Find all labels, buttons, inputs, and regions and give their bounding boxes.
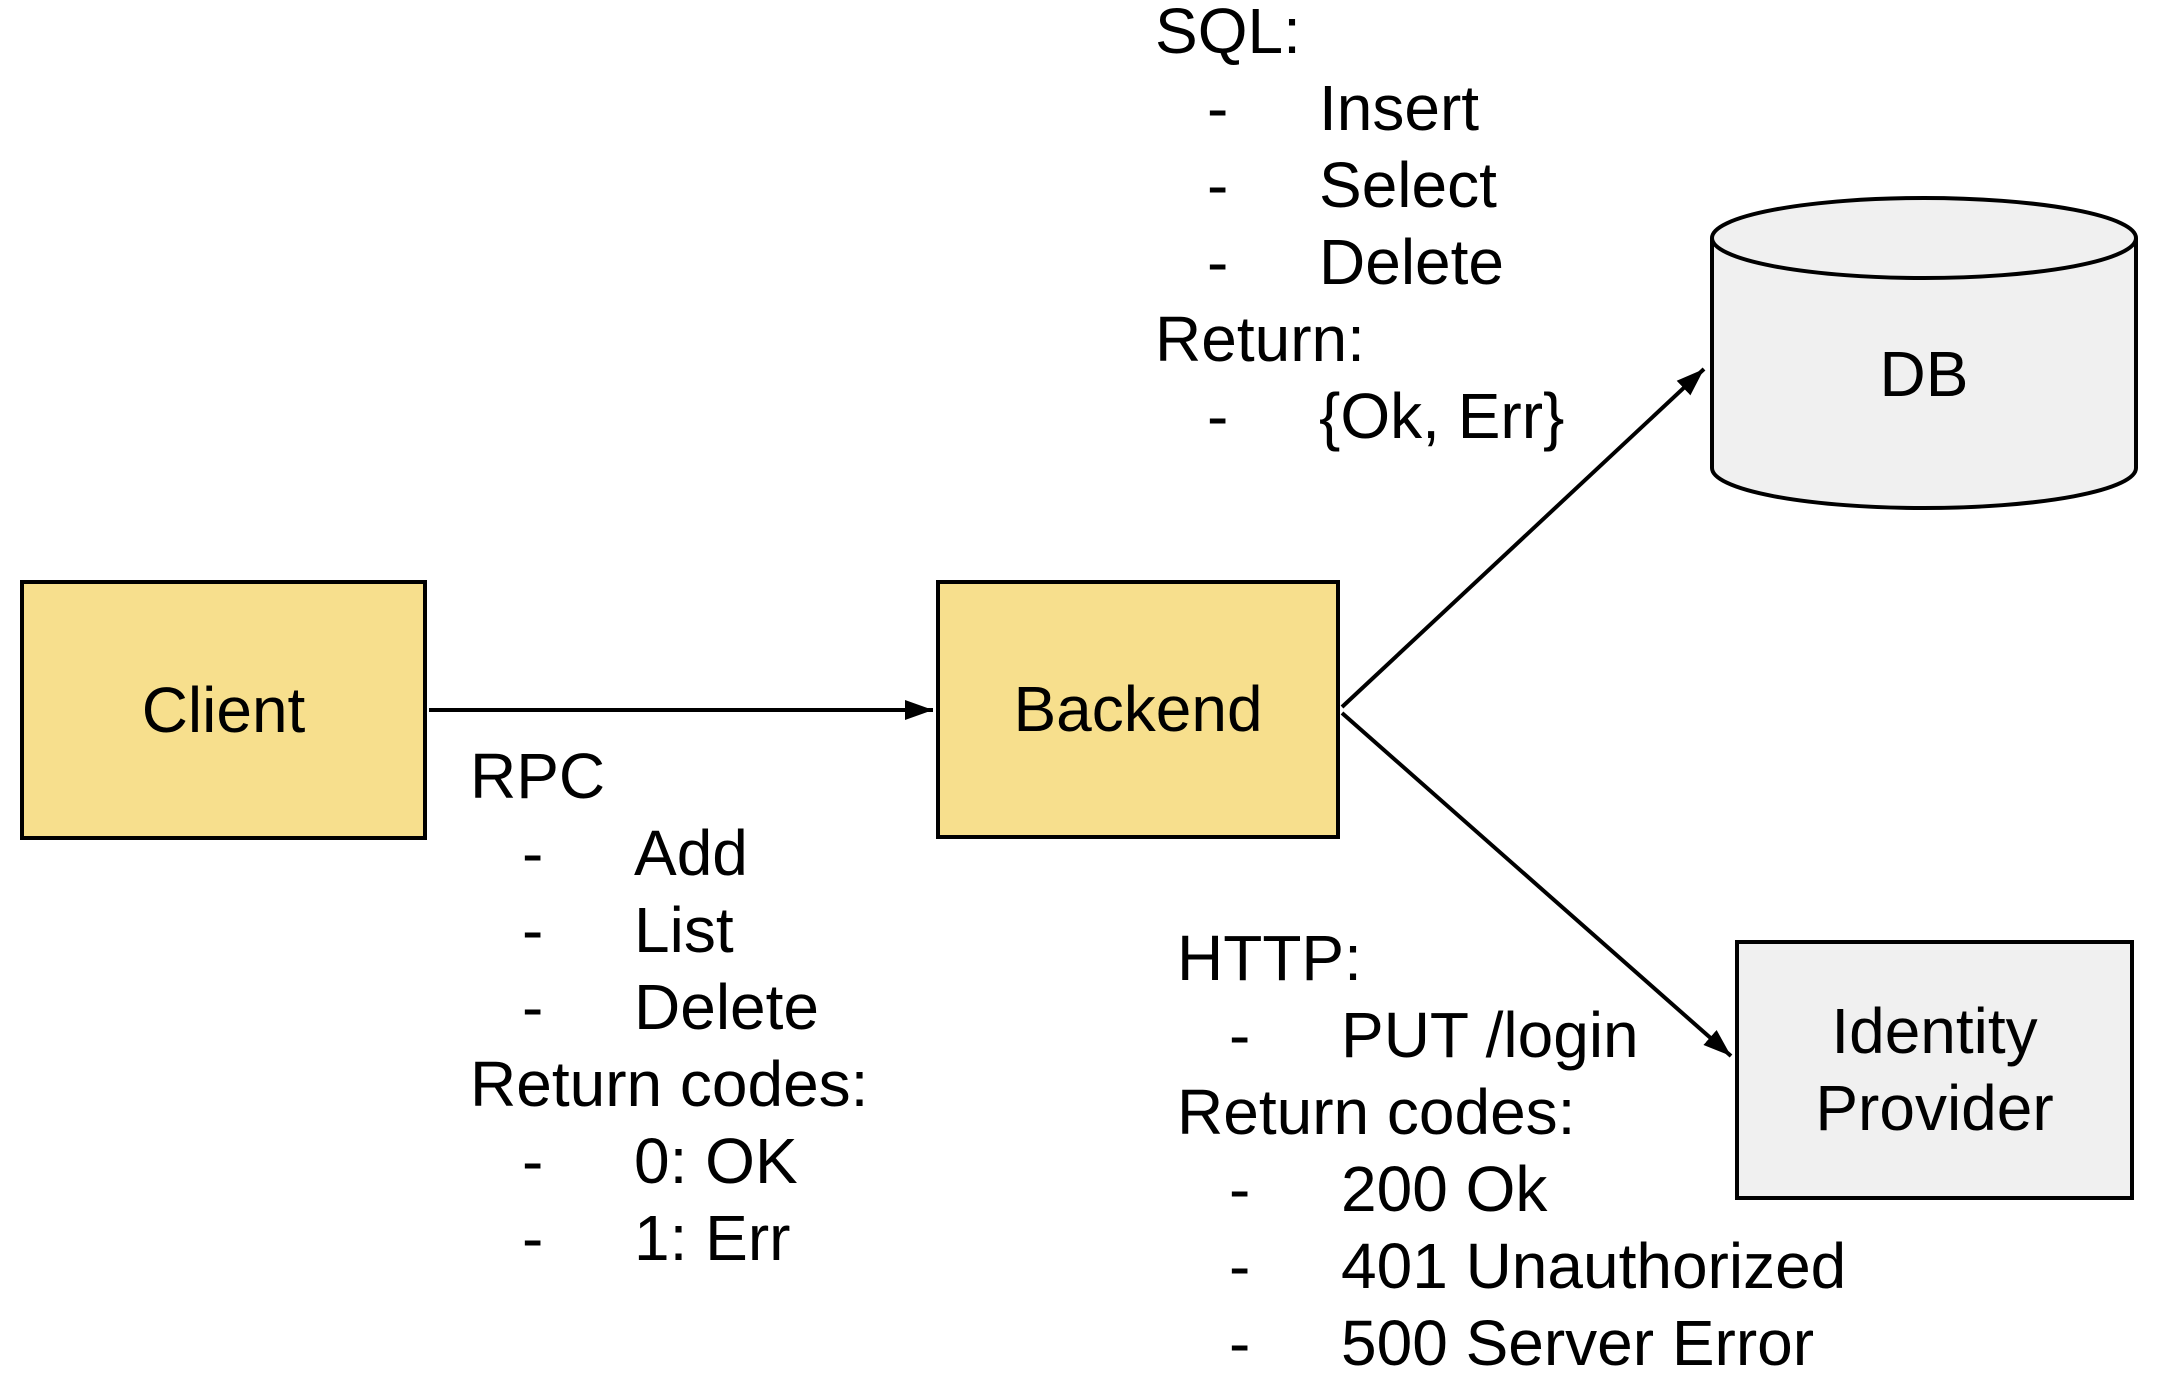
annotation-header: SQL:: [1155, 0, 1301, 67]
annotation-item: - 200 Ok: [1177, 1151, 1846, 1228]
bullet-dash: -: [522, 894, 544, 966]
annotation-item: - 500 Server Error: [1177, 1305, 1846, 1382]
node-backend: Backend: [936, 580, 1340, 839]
annotation-header: HTTP:: [1177, 922, 1362, 994]
node-client-label: Client: [141, 673, 306, 746]
bullet-dash: -: [1229, 999, 1251, 1071]
http-annotation-block: HTTP: -PUT /login Return codes: -200 Ok …: [1177, 920, 1846, 1382]
annotation-header: Return codes:: [1177, 1076, 1576, 1148]
bullet-dash: -: [1229, 1307, 1251, 1379]
annotation-item-text: Insert: [1319, 72, 1480, 144]
bullet-dash: -: [522, 1125, 544, 1197]
annotation-item-text: Add: [634, 817, 748, 889]
sql-annotation-block: SQL: - Insert - Select - Delete Return: - {O…: [1155, 0, 1564, 455]
annotation-item: - List: [470, 892, 868, 969]
annotation-item-text: {Ok, Err}: [1319, 380, 1565, 452]
annotation-item-text: Select: [1319, 149, 1497, 221]
annotation-header: RPC: [470, 740, 606, 812]
rpc-annotation-block: RPC - Add - List - Delete Return codes: - 0:…: [470, 738, 868, 1277]
node-identity-provider: Identity Provider: [1735, 940, 2134, 1200]
bullet-dash: -: [1207, 149, 1229, 221]
annotation-item: - PUT /login: [1177, 997, 1846, 1074]
db-cylinder-body: [1710, 238, 2138, 510]
annotation-item: - Delete: [1155, 224, 1564, 301]
annotation-item-text: Delete: [1319, 226, 1504, 298]
annotation-item-text: 1: Err: [634, 1202, 791, 1274]
annotation-item: - Delete: [470, 969, 868, 1046]
annotation-header: Return:: [1155, 303, 1365, 375]
node-identity-provider-label: Identity Provider: [1815, 995, 2054, 1144]
arrow-backend-to-identity-provider: [1340, 711, 1733, 1058]
annotation-item: - 0: OK: [470, 1123, 868, 1200]
annotation-item: - Select: [1155, 147, 1564, 224]
annotation-item-text: 0: OK: [634, 1125, 798, 1197]
annotation-item-text: 401 Unauthorized: [1341, 1230, 1847, 1302]
bullet-dash: -: [522, 1202, 544, 1274]
annotation-item-text: Delete: [634, 971, 819, 1043]
bullet-dash: -: [522, 817, 544, 889]
annotation-item-text: 500 Server Error: [1341, 1307, 1815, 1379]
bullet-dash: -: [1207, 226, 1229, 298]
annotation-header: Return codes:: [470, 1048, 869, 1120]
annotation-item: - 401 Unauthorized: [1177, 1228, 1846, 1305]
annotation-item: - {Ok, Err}: [1155, 378, 1564, 455]
bullet-dash: -: [1207, 380, 1229, 452]
annotation-item: - Insert: [1155, 70, 1564, 147]
bullet-dash: -: [1229, 1230, 1251, 1302]
arrow-backend-to-db: [1340, 367, 1706, 709]
node-client: Client: [20, 580, 427, 840]
node-backend-label: Backend: [1013, 673, 1263, 745]
annotation-item-text: List: [634, 894, 734, 966]
node-db-label: DB: [1879, 338, 1969, 410]
annotation-item: - Add: [470, 815, 868, 892]
annotation-item-text: PUT /login: [1341, 999, 1639, 1071]
db-cylinder-top: [1710, 196, 2138, 280]
bullet-dash: -: [522, 971, 544, 1043]
annotation-item: - 1: Err: [470, 1200, 868, 1277]
bullet-dash: -: [1207, 72, 1229, 144]
bullet-dash: -: [1229, 1153, 1251, 1225]
db-cylinder-icon: [1710, 196, 2138, 510]
annotation-item-text: 200 Ok: [1341, 1153, 1548, 1225]
